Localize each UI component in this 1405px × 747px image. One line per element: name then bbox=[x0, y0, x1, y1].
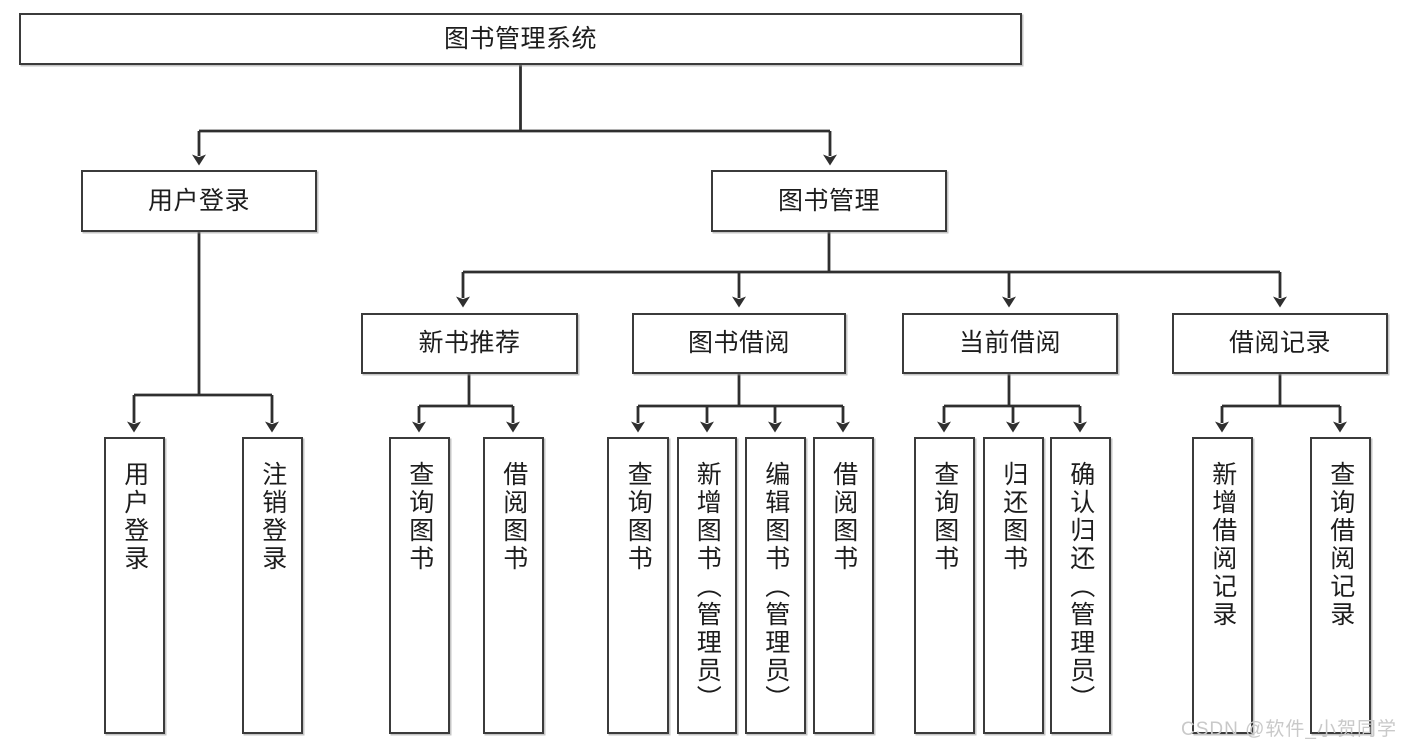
edge-group-book-borrow bbox=[631, 374, 850, 433]
node-leaf-borrow-book-2[interactable]: 借阅图书 bbox=[813, 437, 874, 734]
node-leaf-query-record-label: 查询借阅记录 bbox=[1326, 461, 1355, 629]
node-new-book-recommend-label: 新书推荐 bbox=[418, 329, 521, 357]
edge-group-book-manage bbox=[456, 232, 1287, 308]
edge-group-root bbox=[192, 65, 837, 166]
node-leaf-query-book-1-label: 查询图书 bbox=[405, 461, 434, 573]
edge-group-user-login bbox=[127, 232, 279, 433]
node-borrow-record-label: 借阅记录 bbox=[1228, 329, 1331, 357]
node-user-login-label: 用户登录 bbox=[147, 186, 250, 215]
node-leaf-logout-label: 注销登录 bbox=[258, 461, 287, 573]
node-leaf-add-book-label: 新增图书（管理员） bbox=[693, 461, 722, 713]
node-book-borrow-label: 图书借阅 bbox=[687, 329, 790, 357]
node-borrow-record[interactable]: 借阅记录 bbox=[1172, 313, 1388, 374]
node-leaf-query-book-2-label: 查询图书 bbox=[624, 461, 653, 573]
node-book-borrow[interactable]: 图书借阅 bbox=[632, 313, 846, 374]
node-leaf-user-login-label: 用户登录 bbox=[120, 461, 149, 573]
node-current-borrow-label: 当前借阅 bbox=[958, 329, 1061, 357]
node-leaf-logout[interactable]: 注销登录 bbox=[242, 437, 303, 734]
node-leaf-query-book-3-label: 查询图书 bbox=[930, 461, 959, 573]
node-leaf-query-book-3[interactable]: 查询图书 bbox=[914, 437, 975, 734]
node-leaf-return-book[interactable]: 归还图书 bbox=[983, 437, 1044, 734]
node-leaf-add-record[interactable]: 新增借阅记录 bbox=[1192, 437, 1253, 734]
node-leaf-confirm-return-label: 确认归还（管理员） bbox=[1066, 461, 1095, 713]
node-leaf-add-book[interactable]: 新增图书（管理员） bbox=[677, 437, 737, 734]
node-current-borrow[interactable]: 当前借阅 bbox=[902, 313, 1118, 374]
node-leaf-borrow-book-1-label: 借阅图书 bbox=[499, 461, 528, 573]
node-leaf-add-record-label: 新增借阅记录 bbox=[1208, 461, 1237, 629]
edge-group-new-book-recommend bbox=[412, 374, 520, 433]
node-leaf-query-record[interactable]: 查询借阅记录 bbox=[1310, 437, 1371, 734]
edge-group-current-borrow bbox=[937, 374, 1087, 433]
node-leaf-confirm-return[interactable]: 确认归还（管理员） bbox=[1050, 437, 1111, 734]
node-leaf-edit-book-label: 编辑图书（管理员） bbox=[761, 461, 790, 713]
node-new-book-recommend[interactable]: 新书推荐 bbox=[361, 313, 578, 374]
node-book-manage-label: 图书管理 bbox=[777, 186, 880, 215]
node-user-login[interactable]: 用户登录 bbox=[81, 170, 317, 232]
node-root[interactable]: 图书管理系统 bbox=[19, 13, 1022, 65]
node-leaf-return-book-label: 归还图书 bbox=[999, 461, 1028, 573]
watermark: CSDN @软件_小贺同学 bbox=[1181, 719, 1397, 740]
node-leaf-borrow-book-1[interactable]: 借阅图书 bbox=[483, 437, 544, 734]
node-leaf-query-book-1[interactable]: 查询图书 bbox=[389, 437, 450, 734]
edge-group-borrow-record bbox=[1215, 374, 1347, 433]
node-book-manage[interactable]: 图书管理 bbox=[711, 170, 947, 232]
node-leaf-borrow-book-2-label: 借阅图书 bbox=[829, 461, 858, 573]
node-leaf-user-login[interactable]: 用户登录 bbox=[104, 437, 165, 734]
node-root-label: 图书管理系统 bbox=[443, 24, 597, 53]
node-leaf-query-book-2[interactable]: 查询图书 bbox=[607, 437, 669, 734]
node-leaf-edit-book[interactable]: 编辑图书（管理员） bbox=[745, 437, 806, 734]
